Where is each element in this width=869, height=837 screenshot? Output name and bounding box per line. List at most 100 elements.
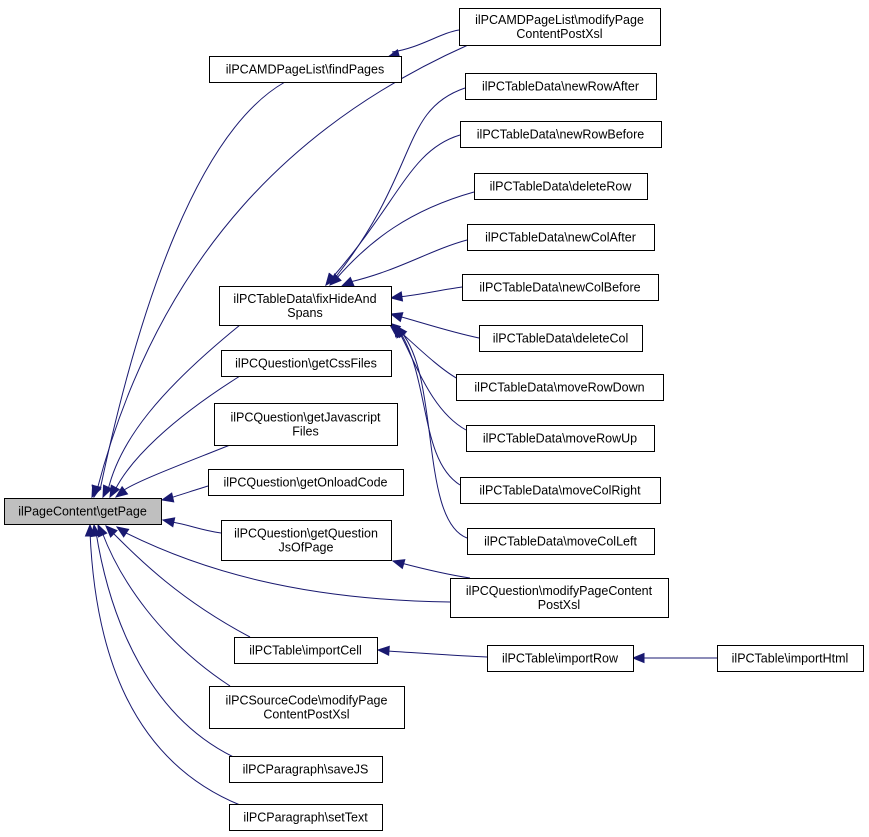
node-label: ilPCAMDPageList\findPages <box>226 63 384 77</box>
node-box <box>229 804 383 831</box>
node-label: ilPCTableData\moveColLeft <box>484 535 637 549</box>
node-label: ilPCTableData\newRowBefore <box>477 128 644 142</box>
edge-arrowhead <box>389 312 404 323</box>
node-label: ilPCTable\importCell <box>249 644 362 658</box>
node-box <box>467 224 655 251</box>
edge-line <box>391 29 460 53</box>
edge-qModify-to-getPage <box>115 526 451 603</box>
edge-line <box>114 375 241 491</box>
node-label: ilPCParagraph\saveJS <box>243 763 369 777</box>
node-box <box>219 286 392 326</box>
edges-layer <box>84 29 717 806</box>
node-getCssFiles[interactable]: ilPCQuestion\getCssFiles <box>221 350 392 377</box>
edge-line <box>107 324 241 491</box>
node-box <box>221 520 392 561</box>
node-deleteRow[interactable]: ilPCTableData\deleteRow <box>474 173 648 200</box>
edge-line <box>101 531 231 687</box>
node-importRow[interactable]: ilPCTable\importRow <box>487 645 634 672</box>
edge-qModify-to-getQJs <box>391 559 471 579</box>
node-findPages[interactable]: ilPCAMDPageList\findPages <box>209 56 402 83</box>
node-label: ContentPostXsl <box>516 27 602 41</box>
node-box <box>460 121 662 148</box>
node-box <box>474 173 648 200</box>
node-newRowBefore[interactable]: ilPCTableData\newRowBefore <box>460 121 662 148</box>
node-label: ilPCQuestion\getCssFiles <box>235 357 377 371</box>
edge-arrowhead <box>395 324 408 339</box>
node-label: ilPCTableData\newColAfter <box>485 231 636 245</box>
node-label: ilPCTableData\fixHideAnd <box>233 292 376 306</box>
node-saveJS[interactable]: ilPCParagraph\saveJS <box>229 756 383 783</box>
edge-arrowhead <box>340 276 355 287</box>
edge-line <box>334 87 466 279</box>
node-box <box>717 645 864 672</box>
edge-line <box>123 531 451 603</box>
edge-line <box>331 134 461 279</box>
edge-newRowBefore-to-fixHide <box>325 134 461 287</box>
edge-srcModify-to-getPage <box>97 523 231 687</box>
edge-arrowhead <box>631 652 645 664</box>
edge-arrowhead <box>109 484 121 499</box>
node-label: JsOfPage <box>279 541 334 555</box>
node-label: ilPCTableData\deleteRow <box>490 180 633 194</box>
node-moveRowDown[interactable]: ilPCTableData\moveRowDown <box>456 374 664 401</box>
edge-arrowhead <box>114 485 129 498</box>
edge-arrowhead <box>376 645 390 657</box>
node-box <box>462 274 659 301</box>
edge-getQJs-to-getPage <box>161 517 222 534</box>
node-label: ilPCQuestion\modifyPageContent <box>466 584 653 598</box>
node-box <box>208 469 404 496</box>
node-label: ilPCParagraph\setText <box>243 811 368 825</box>
edge-deleteRow-to-fixHide <box>329 191 475 286</box>
node-box <box>214 403 398 446</box>
edge-getCssFiles-to-getPage <box>109 375 241 499</box>
node-label: ilPCTableData\newColBefore <box>479 281 640 295</box>
edge-arrowhead <box>97 523 108 538</box>
node-label: ilPCTableData\moveRowUp <box>483 432 637 446</box>
edge-importHtml-to-importRow <box>631 652 717 664</box>
node-deleteCol[interactable]: ilPCTableData\deleteCol <box>479 325 643 352</box>
edge-getOnload-to-getPage <box>160 485 209 503</box>
node-newColAfter[interactable]: ilPCTableData\newColAfter <box>467 224 655 251</box>
edge-newRowAfter-to-fixHide <box>325 87 466 287</box>
node-box <box>4 498 162 525</box>
node-label: ContentPostXsl <box>263 708 349 722</box>
edge-line <box>400 562 471 579</box>
node-moveColLeft[interactable]: ilPCTableData\moveColLeft <box>467 528 655 555</box>
node-box <box>221 350 392 377</box>
node-box <box>459 8 661 46</box>
edge-line <box>171 521 222 534</box>
edge-arrowhead <box>102 484 113 499</box>
node-label: ilPCQuestion\getOnloadCode <box>224 476 388 490</box>
nodes-layer: ilPageContent\getPage ilPCAMDPageList\fin… <box>4 8 864 831</box>
node-newColBefore[interactable]: ilPCTableData\newColBefore <box>462 274 659 301</box>
node-box <box>209 56 402 83</box>
edge-line <box>397 315 480 339</box>
node-box <box>234 637 378 664</box>
edge-arrowhead <box>389 291 404 302</box>
node-box <box>229 756 383 783</box>
node-importCell[interactable]: ilPCTable\importCell <box>234 637 378 664</box>
node-label: ilPCAMDPageList\modifyPage <box>475 13 644 27</box>
node-importHtml[interactable]: ilPCTable\importHtml <box>717 645 864 672</box>
node-moveRowUp[interactable]: ilPCTableData\moveRowUp <box>466 425 655 452</box>
edge-line <box>395 327 461 381</box>
node-newRowAfter[interactable]: ilPCTableData\newRowAfter <box>465 73 657 100</box>
node-getOnload[interactable]: ilPCQuestion\getOnloadCode <box>208 469 404 496</box>
edge-newColAfter-to-fixHide <box>340 239 468 287</box>
node-box <box>487 645 634 672</box>
edge-line <box>349 239 468 283</box>
node-moveColRight[interactable]: ilPCTableData\moveColRight <box>460 477 661 504</box>
node-box <box>456 374 664 401</box>
edge-arrowhead <box>329 273 342 286</box>
node-setText[interactable]: ilPCParagraph\setText <box>229 804 383 831</box>
edge-newColBefore-to-fixHide <box>389 286 463 302</box>
edge-line <box>401 332 468 539</box>
node-getPage[interactable]: ilPageContent\getPage <box>4 498 162 525</box>
edge-line <box>397 286 463 298</box>
